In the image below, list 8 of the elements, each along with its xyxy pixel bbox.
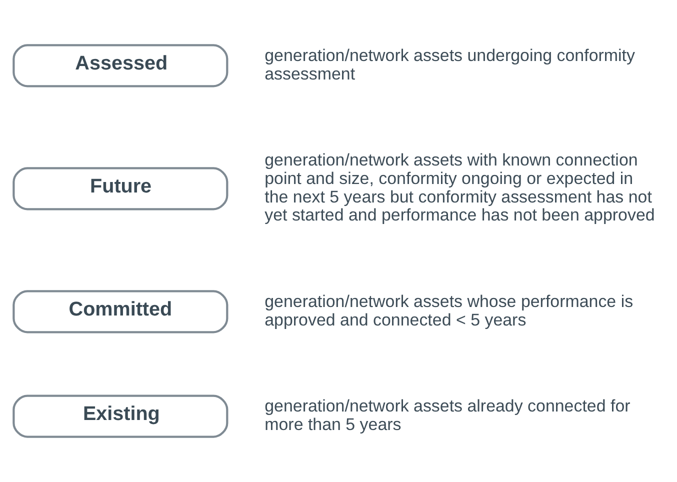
node-label: generation/network assets with known connection point and size, conformity ongoing or expected in the next 5 years but conformity assessment has not yet started and performance has not been approved [264, 150, 655, 225]
node-label: generation/network assets whose performance is approved and connected < 5 years [264, 292, 634, 330]
node-box: Existing [12, 394, 228, 438]
node-box: Future [12, 167, 228, 210]
node-box: Assessed [12, 44, 228, 88]
node-box: Committed [12, 290, 228, 334]
node-label: generation/network assets already connected for more than 5 years [264, 396, 630, 434]
node-label: generation/network assets undergoing conformity assessment [264, 46, 635, 84]
